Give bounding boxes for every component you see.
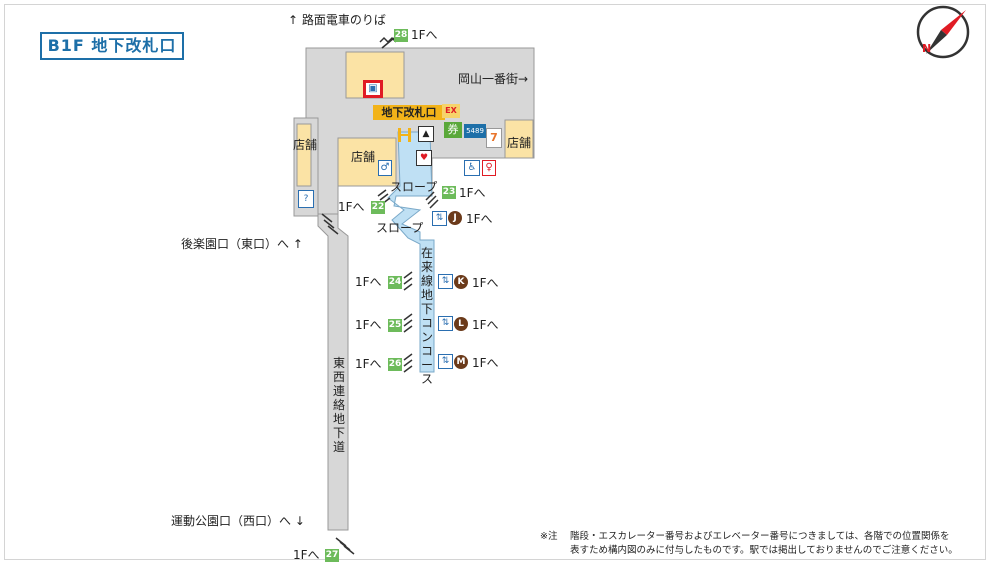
stairs-number-22: 22 <box>371 201 385 214</box>
stairs-number-24: 24 <box>388 276 402 289</box>
info-icon: ▲ <box>418 126 434 142</box>
stairs-number-25: 25 <box>388 319 402 332</box>
exit-to-1f: 1Fへ <box>355 318 382 332</box>
stairs-number-27: 27 <box>325 549 339 562</box>
exit-to-1f: 1Fへ <box>355 275 382 289</box>
stairs-number-26: 26 <box>388 358 402 371</box>
slope-label: スロープ <box>376 221 424 235</box>
left-facility-icon: ? <box>298 190 314 208</box>
tram-label: ↑ 路面電車のりば <box>288 13 386 27</box>
exit-to-1f: 1Fへ <box>466 212 493 226</box>
male-toilet-icon: ♂ <box>378 160 392 176</box>
svg-text:N: N <box>922 42 931 55</box>
map-title: B1F 地下改札口 <box>40 32 184 60</box>
shop-5489-icon: 5489 <box>464 124 486 138</box>
store-label: 店舗 <box>507 136 532 150</box>
gate-label: 地下改札口 <box>373 105 445 120</box>
exit-to-1f: 1Fへ <box>472 318 499 332</box>
exit-to-1f: 1Fへ <box>338 200 365 214</box>
elevator-badge-k: K <box>454 275 468 289</box>
elevator-icon: ⇅ <box>438 274 453 289</box>
store-label: 店舗 <box>351 150 376 164</box>
slope-label: スロープ <box>390 180 438 194</box>
exit-to-1f: 1Fへ <box>472 356 499 370</box>
aed-icon: ♥ <box>416 150 432 166</box>
note-line-2: 表すため構内図のみに付与したものです。駅では掲出しておりませんのでご注意ください… <box>570 545 958 556</box>
elevator-badge-j: J <box>448 211 462 225</box>
exit-to-1f: 1Fへ <box>355 357 382 371</box>
exit-to-1f: 1Fへ <box>472 276 499 290</box>
elevator-icon: ⇅ <box>432 211 447 226</box>
current-location-icon: ▣ <box>363 80 383 98</box>
passage-label: 東西連絡地下道 <box>332 356 345 454</box>
note-line-1: 階段・エスカレーター番号およびエレベーター番号につきましては、各階での位置関係を <box>570 531 950 542</box>
convenience-store-icon: 7 <box>486 128 502 148</box>
store-label: 店舗 <box>293 138 318 152</box>
ticket-machine-icon: 券 <box>444 122 462 138</box>
concourse-label: 在来線地下コンコース <box>420 246 433 386</box>
note-prefix: ※注 <box>540 531 558 542</box>
exit-to-1f: 1Fへ <box>459 186 486 200</box>
okayama-ichibangai-label: 岡山一番街→ <box>458 72 529 86</box>
korakuen-exit-label: 後楽園口（東口）へ ↑ <box>181 237 303 251</box>
elevator-icon: ⇅ <box>438 316 453 331</box>
accessible-toilet-icon: ♿ <box>464 160 480 176</box>
exit-to-1f: 1Fへ <box>411 28 438 42</box>
stairs-number-28: 28 <box>394 29 408 42</box>
exit-to-1f: 1Fへ <box>293 548 320 562</box>
compass-icon: N <box>916 5 970 59</box>
elevator-badge-l: L <box>454 317 468 331</box>
elevator-badge-m: M <box>454 355 468 369</box>
female-toilet-icon: ♀ <box>482 160 496 176</box>
ex-icon: EX <box>442 104 460 118</box>
stairs-number-23: 23 <box>442 186 456 199</box>
map-frame <box>4 4 986 560</box>
undokoen-exit-label: 運動公園口（西口）へ ↓ <box>171 514 305 528</box>
elevator-icon: ⇅ <box>438 354 453 369</box>
